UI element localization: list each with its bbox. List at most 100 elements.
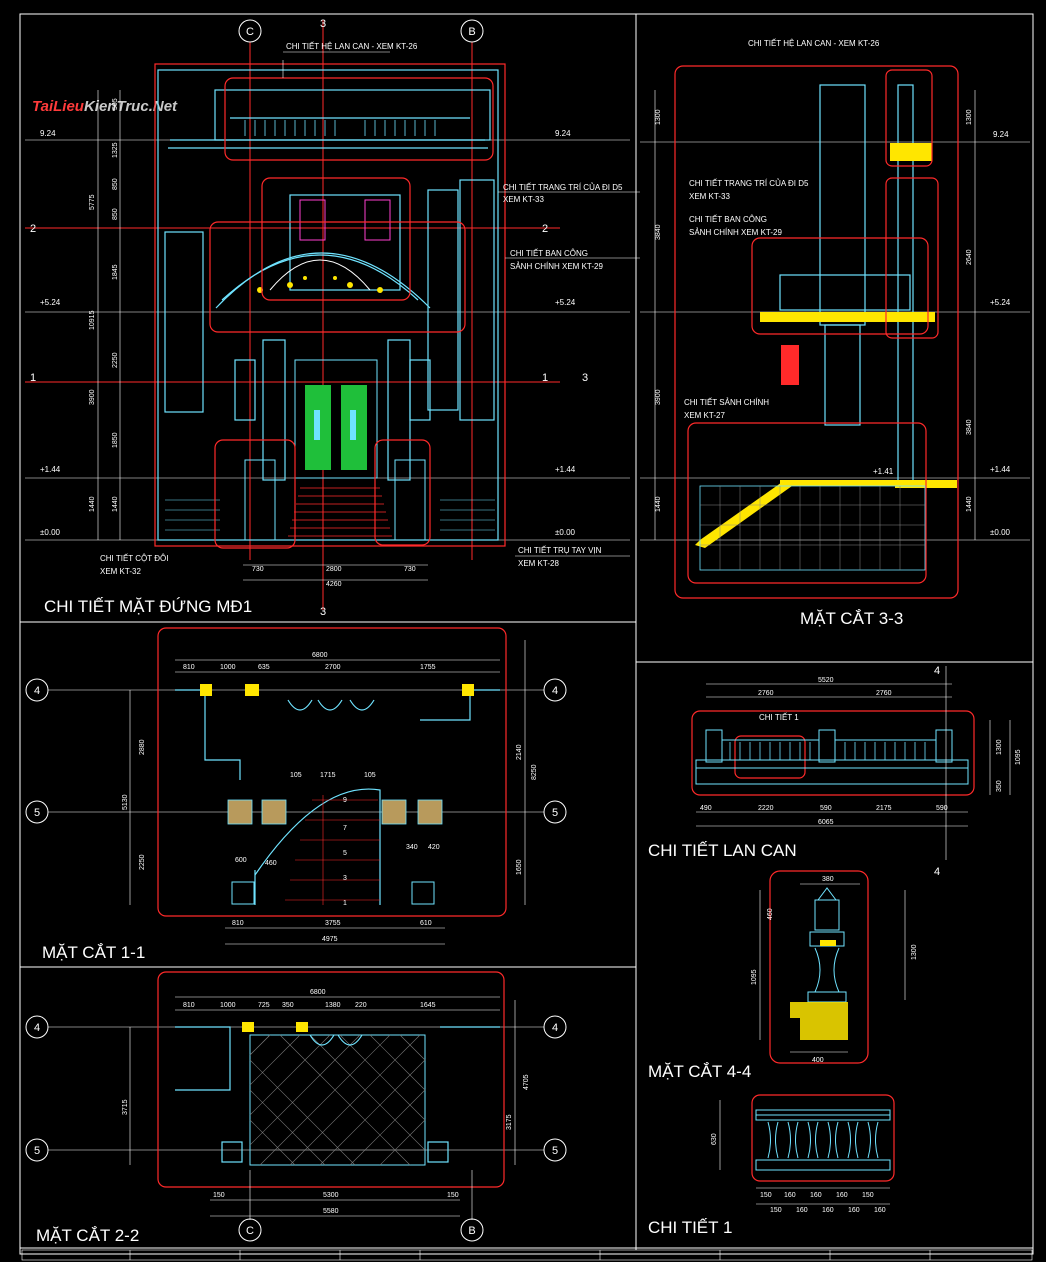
- dim-1325: 1325: [112, 142, 119, 158]
- s11-axis-4-left: 4: [34, 685, 40, 697]
- rail-dim-1300: 1300: [996, 739, 1003, 755]
- d1-dim-160-e: 160: [822, 1207, 834, 1214]
- section-2-2: 4 4 5 5 C B 6800 810 1000 725 350 1380 2…: [25, 971, 567, 1245]
- dim-1845: 1845: [112, 264, 119, 280]
- step-5: 5: [343, 850, 347, 857]
- dim-730-a: 730: [252, 566, 264, 573]
- rail-dim-5520: 5520: [818, 677, 834, 684]
- note-handrail-post: CHI TIẾT TRỤ TAY VỊN: [518, 545, 602, 555]
- title-railing: CHI TIẾT LAN CAN: [648, 841, 797, 860]
- s44-dim-460: 460: [767, 908, 774, 920]
- s11-dim-1000: 1000: [220, 664, 236, 671]
- s22-dim-350: 350: [282, 1002, 294, 1009]
- s33-dim-3840: 3840: [655, 224, 662, 240]
- elev-axis-3-top: 3: [320, 18, 326, 30]
- s22-dim-1645: 1645: [420, 1002, 436, 1009]
- dim-3900: 3900: [89, 389, 96, 405]
- elev-level-524-right: +5.24: [555, 298, 576, 307]
- rail-dim-2760-a: 2760: [758, 690, 774, 697]
- s22-axis-4-right: 4: [552, 1022, 558, 1034]
- s11-dim-2250: 2250: [139, 854, 146, 870]
- s11-dim-1755: 1755: [420, 664, 436, 671]
- title-block: [21, 1249, 1033, 1261]
- detail-1: 630 150 160 160 160 150 150 160 160 160 …: [648, 1094, 895, 1237]
- s11-dim-810-b: 810: [232, 920, 244, 927]
- s11-dim-6800: 6800: [312, 652, 328, 659]
- s44-dim-1095: 1095: [751, 969, 758, 985]
- elev-axis-2-right: 2: [542, 223, 548, 235]
- s33-note-lobby: CHI TIẾT SẢNH CHÍNH: [684, 397, 769, 407]
- s33-level-524: +5.24: [990, 298, 1011, 307]
- dim-505: 505: [112, 98, 119, 110]
- step-9: 9: [343, 797, 347, 804]
- s22-axis-c: C: [246, 1225, 254, 1237]
- dim-4260: 4260: [326, 581, 342, 588]
- rail-dim-365: 350: [996, 780, 1003, 792]
- s11-dim-2880: 2880: [139, 739, 146, 755]
- s33-dim-3840-r: 3840: [966, 419, 973, 435]
- step-1: 1: [343, 900, 347, 907]
- elev-axis-b: B: [468, 26, 475, 38]
- title-section-4-4: MẶT CẮT 4-4: [648, 1062, 751, 1081]
- watermark-part2: KienTruc.Net: [83, 98, 178, 115]
- s11-axis-5-left: 5: [34, 807, 40, 819]
- note-column-pair-ref: XEM KT-32: [100, 567, 141, 576]
- rail-dim-590-a: 590: [820, 805, 832, 812]
- note-door-trim-ref: XEM KT-33: [503, 195, 544, 204]
- s11-dim-635: 635: [258, 664, 270, 671]
- s44-dim-400: 400: [812, 1057, 824, 1064]
- s22-dim-5580: 5580: [323, 1208, 339, 1215]
- dim-2800: 2800: [326, 566, 342, 573]
- d1-dim-160-b: 160: [810, 1192, 822, 1199]
- elevation-md1: C B 3 3 2 2 1 1 3 9.24 9.24 +5.24 +5.24 …: [25, 18, 640, 618]
- s33-level-141: +1.41: [873, 467, 894, 476]
- title-detail-1: CHI TIẾT 1: [648, 1218, 732, 1237]
- s11-dim-600: 600: [235, 857, 247, 864]
- elev-level-144-right: +1.44: [555, 465, 576, 474]
- s11-dim-105-b: 105: [364, 772, 376, 779]
- rail-dim-490-a: 490: [700, 805, 712, 812]
- s33-note-railing-ref: CHI TIẾT HỆ LAN CAN - XEM KT-26: [748, 38, 880, 48]
- rail-dim-590-b: 590: [936, 805, 948, 812]
- s22-dim-150-a: 150: [213, 1192, 225, 1199]
- s22-dim-3715: 3715: [122, 1099, 129, 1115]
- s11-dim-2140: 2140: [516, 744, 523, 760]
- sheet-frame: [19, 13, 1034, 1255]
- note-balcony: CHI TIẾT BAN CÔNG: [510, 248, 588, 258]
- elev-level-000-right: ±0.00: [555, 528, 576, 537]
- dim-1440-a: 1440: [89, 496, 96, 512]
- s11-dim-8250: 8250: [531, 764, 538, 780]
- elev-level-924-right: 9.24: [555, 129, 571, 138]
- note-column-pair: CHI TIẾT CỘT ĐÔI: [100, 553, 168, 563]
- s33-note-door-trim: CHI TIẾT TRANG TRÍ CỦA ĐI D5: [689, 178, 809, 188]
- rail-axis-4-bottom: 4: [934, 866, 940, 878]
- s33-level-000: ±0.00: [990, 528, 1011, 537]
- elev-axis-3-bottom: 3: [320, 606, 326, 618]
- s11-dim-460: 460: [265, 860, 277, 867]
- step-3: 3: [343, 875, 347, 882]
- watermark-part1: TaiLieu: [32, 98, 84, 115]
- d1-dim-630: 630: [711, 1133, 718, 1145]
- s44-dim-380: 380: [822, 876, 834, 883]
- s11-dim-2700: 2700: [325, 664, 341, 671]
- s11-dim-1715: 1715: [320, 772, 336, 779]
- s11-dim-1650: 1650: [516, 859, 523, 875]
- d1-dim-150-b: 150: [862, 1192, 874, 1199]
- s22-dim-4705: 4705: [523, 1074, 530, 1090]
- s11-dim-340: 340: [406, 844, 418, 851]
- rail-dim-2760-b: 2760: [876, 690, 892, 697]
- s44-dim-1300: 1300: [911, 944, 918, 960]
- s22-axis-5-right: 5: [552, 1145, 558, 1157]
- s33-note-balcony-ref: SẢNH CHÍNH XEM KT-29: [689, 228, 782, 237]
- dim-2250: 2250: [112, 352, 119, 368]
- elev-axis-2-left: 2: [30, 223, 36, 235]
- s11-dim-105-a: 105: [290, 772, 302, 779]
- s33-dim-2640: 2640: [966, 249, 973, 265]
- title-section-3-3: MẶT CẮT 3-3: [800, 609, 903, 628]
- d1-dim-160-c: 160: [836, 1192, 848, 1199]
- s22-axis-4-left: 4: [34, 1022, 40, 1034]
- s22-dim-220: 220: [355, 1002, 367, 1009]
- s22-dim-1380: 1380: [325, 1002, 341, 1009]
- railing-detail: 5520 2760 2760 490 2220 590 2175 590 606…: [648, 665, 1022, 878]
- note-door-trim: CHI TIẾT TRANG TRÍ CỦA ĐI D5: [503, 182, 623, 192]
